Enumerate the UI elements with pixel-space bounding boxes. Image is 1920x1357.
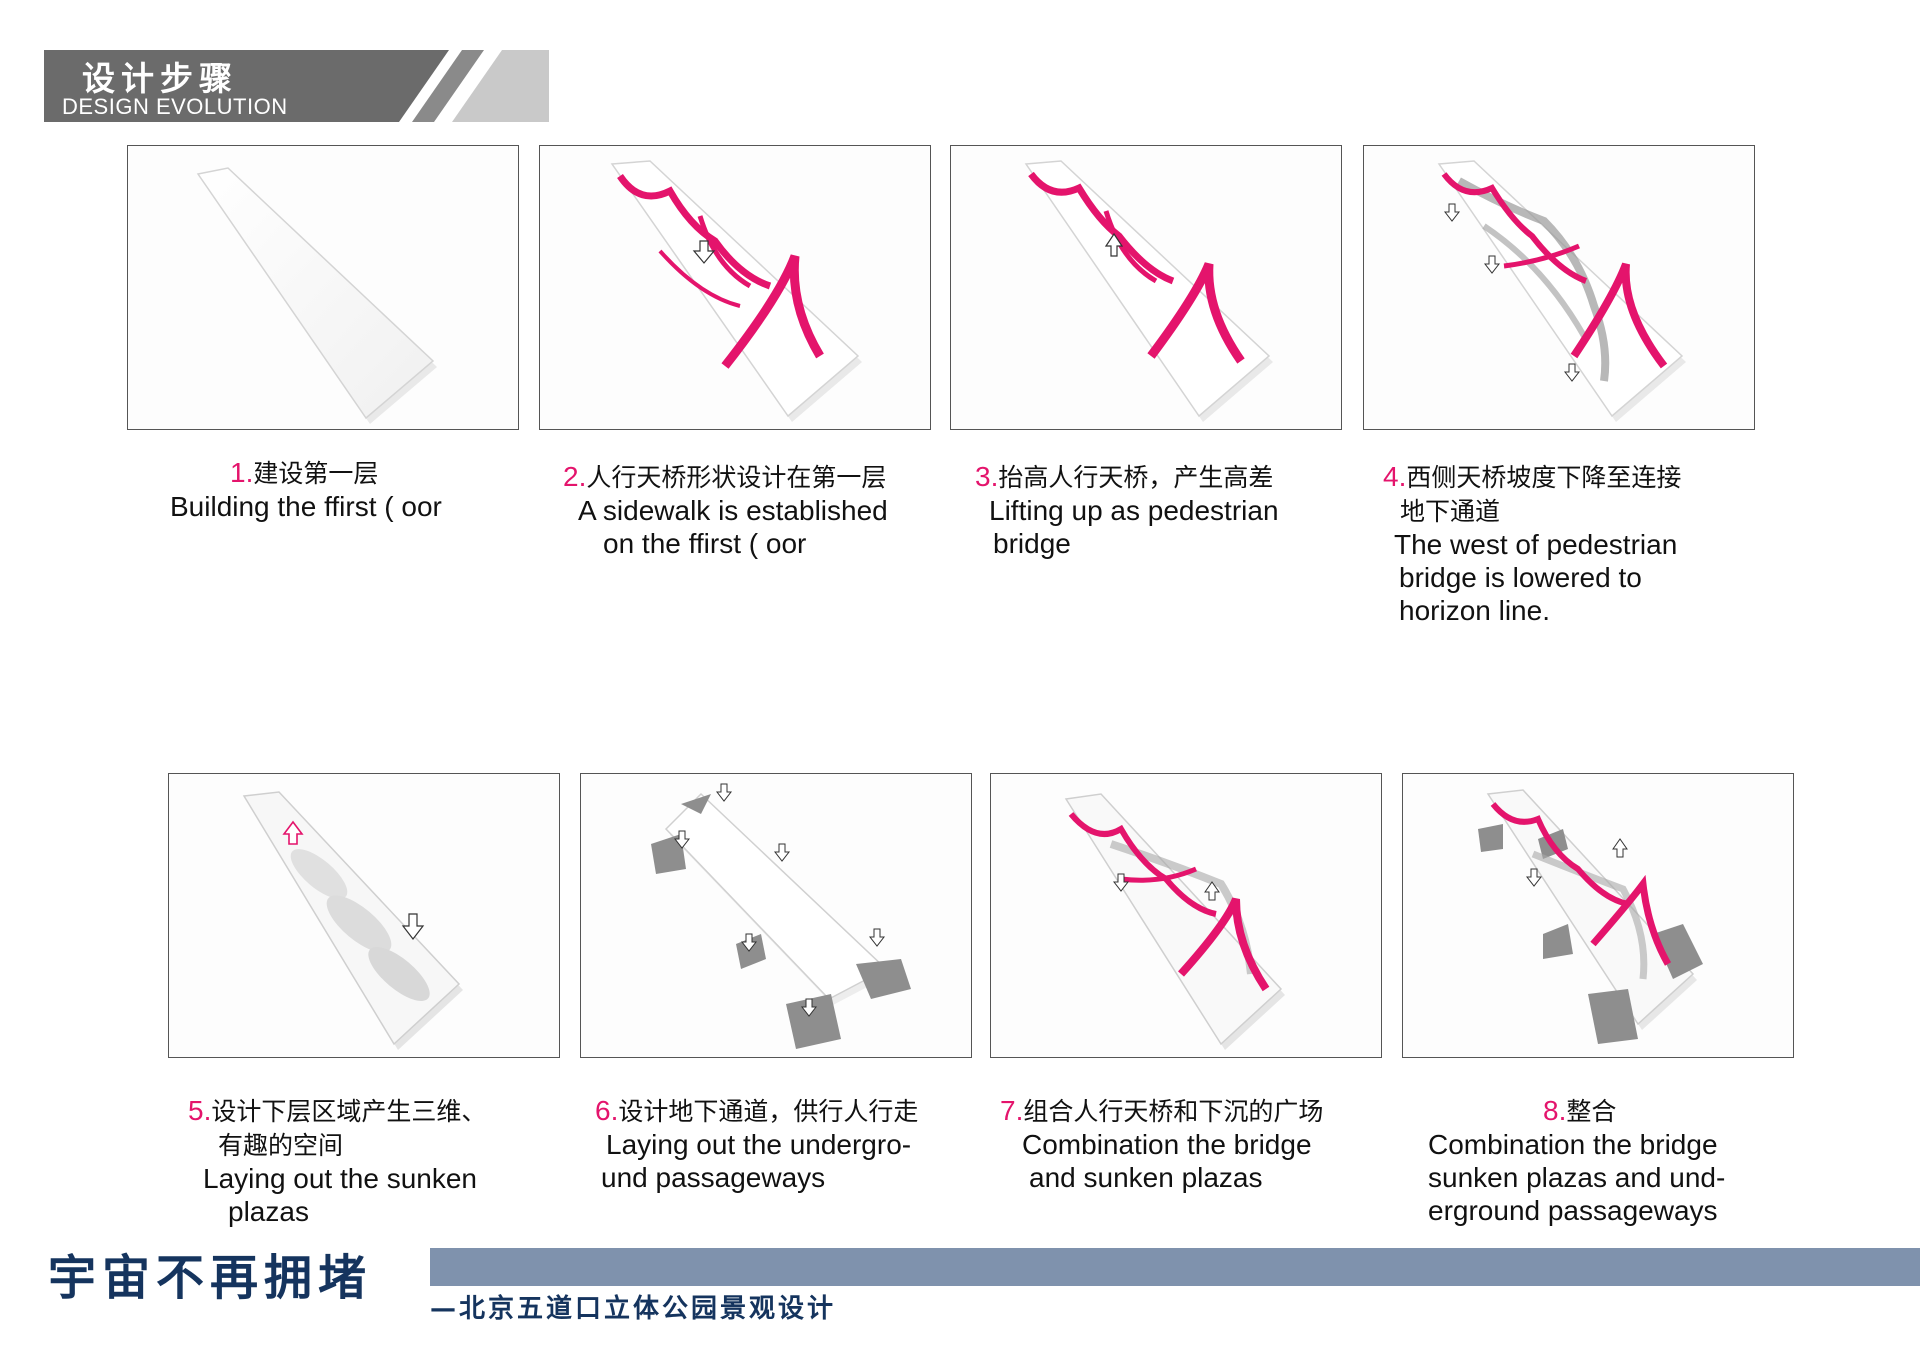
step-3-number: 3.	[975, 461, 999, 492]
step-2-title-cn: 人行天桥形状设计在第一层	[586, 463, 887, 492]
step-4-number: 4.	[1383, 461, 1407, 492]
step-6-title-cn: 设计地下通道，供行人行走	[618, 1097, 919, 1126]
step-5-desc-line-2: plazas	[228, 1196, 309, 1227]
step-7-title-cn: 组合人行天桥和下沉的广场	[1023, 1097, 1324, 1126]
step-5-desc-line-1: Laying out the sunken	[203, 1163, 477, 1194]
step-6-number: 6.	[595, 1095, 619, 1126]
step-8-desc-line-3: erground passageways	[1428, 1195, 1718, 1226]
step-8-image	[1402, 773, 1794, 1058]
step-2-desc-line-2: on the ffirst ( oor	[603, 528, 807, 559]
step-6-image	[580, 773, 972, 1058]
step-3-caption: 3.抬高人行天桥，产生高差 Lifting up as pedestrian b…	[975, 460, 1279, 560]
step-1-image	[127, 145, 519, 430]
step-1-title-cn: 建设第一层	[253, 459, 379, 488]
step-2-caption: 2.人行天桥形状设计在第一层 A sidewalk is established…	[563, 460, 888, 560]
step-2-image	[539, 145, 931, 430]
step-6-desc-line-1: Laying out the undergro-	[606, 1129, 912, 1160]
header-banner-shape	[44, 50, 549, 122]
step-8-caption: 8.整合 Combination the bridge sunken plaza…	[1428, 1094, 1725, 1227]
step-2-number: 2.	[563, 461, 587, 492]
step-7-desc-line-1: Combination the bridge	[1022, 1129, 1312, 1160]
step-1-number: 1.	[230, 457, 254, 488]
step-3-image	[950, 145, 1342, 430]
step-7-caption: 7.组合人行天桥和下沉的广场 Combination the bridge an…	[1000, 1094, 1323, 1194]
step-6-caption: 6.设计地下通道，供行人行走 Laying out the undergro- …	[595, 1094, 918, 1194]
step-3-desc-line-2: bridge	[993, 528, 1071, 559]
step-5-caption: 5.设计下层区域产生三维、 有趣的空间 Laying out the sunke…	[188, 1094, 486, 1228]
step-2-desc-line-1: A sidewalk is established	[578, 495, 888, 526]
step-4-image	[1363, 145, 1755, 430]
step-3-desc-line-1: Lifting up as pedestrian	[989, 495, 1279, 526]
step-4-desc-line-1: The west of pedestrian	[1394, 529, 1678, 560]
step-7-number: 7.	[1000, 1095, 1024, 1126]
step-5-title-cn-2: 有趣的空间	[218, 1131, 344, 1160]
step-8-desc-line-2: sunken plazas and und-	[1428, 1162, 1726, 1193]
step-7-desc-line-2: and sunken plazas	[1029, 1162, 1263, 1193]
step-5-title-cn: 设计下层区域产生三维、	[211, 1097, 487, 1126]
step-8-title-cn: 整合	[1566, 1097, 1617, 1126]
footer-subtitle: —北京五道口立体公园景观设计	[430, 1294, 837, 1324]
step-5-number: 5.	[188, 1095, 212, 1126]
step-4-desc-line-2: bridge is lowered to	[1399, 562, 1642, 593]
header-title-cn: 设计步骤	[82, 59, 238, 98]
step-8-number: 8.	[1543, 1095, 1567, 1126]
step-8-desc-line-1: Combination the bridge	[1428, 1129, 1718, 1160]
step-3-title-cn: 抬高人行天桥，产生高差	[998, 463, 1274, 492]
step-4-title-cn-2: 地下通道	[1400, 497, 1501, 526]
step-1-caption: 1.建设第一层 Building the ffirst ( oor	[170, 456, 442, 523]
step-4-title-cn: 西侧天桥坡度下降至连接	[1406, 463, 1682, 492]
step-4-caption: 4.西侧天桥坡度下降至连接 地下通道 The west of pedestria…	[1383, 460, 1681, 627]
footer-bar	[430, 1248, 1920, 1286]
step-6-desc-line-2: und passageways	[601, 1162, 826, 1193]
step-1-desc-line-1: Building the ffirst ( oor	[170, 491, 442, 522]
step-5-image	[168, 773, 560, 1058]
section-header: 设计步骤 DESIGN EVOLUTION	[44, 50, 549, 122]
footer-title: 宇宙不再拥堵	[48, 1250, 373, 1306]
header-title-en: DESIGN EVOLUTION	[62, 94, 288, 119]
step-4-desc-line-3: horizon line.	[1399, 595, 1550, 626]
step-7-image	[990, 773, 1382, 1058]
